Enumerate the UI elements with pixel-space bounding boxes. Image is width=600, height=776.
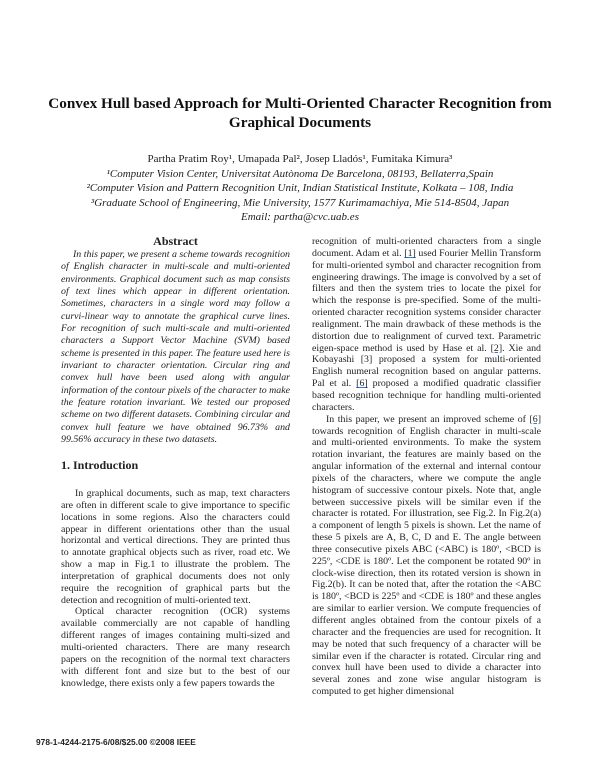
abstract-text: In this paper, we present a scheme towar… — [61, 248, 291, 445]
text: towards recognition of English character… — [312, 425, 541, 698]
intro-paragraph-4: In this paper, we present an improved sc… — [312, 414, 541, 698]
text: proposed a modified quadratic classifier… — [312, 378, 542, 413]
text: In this paper, we present an improved sc… — [326, 413, 530, 425]
right-column: recognition of multi-oriented characters… — [312, 236, 541, 698]
affiliation-2: ²Computer Vision and Pattern Recognition… — [86, 182, 514, 194]
email: Email: partha@cvc.uab.es — [241, 211, 359, 223]
text: used Fourier Mellin Transform for multi-… — [312, 247, 542, 354]
author-block: Partha Pratim Roy¹, Umapada Pal², Josep … — [40, 152, 560, 225]
introduction-left-column: In graphical documents, such as map, tex… — [61, 488, 290, 689]
citation-link-6b[interactable]: [6] — [529, 413, 541, 425]
author-names: Partha Pratim Roy¹, Umapada Pal², Josep … — [147, 153, 453, 165]
paper-title: Convex Hull based Approach for Multi-Ori… — [48, 95, 552, 131]
intro-paragraph-3: recognition of multi-oriented characters… — [312, 236, 541, 414]
citation-link-6[interactable]: [6] — [356, 378, 368, 390]
introduction-heading: 1. Introduction — [61, 458, 139, 472]
text: recognition of multi-oriented characters… — [312, 236, 541, 259]
abstract-heading: Abstract — [153, 234, 198, 248]
abstract-section: Abstract In this paper, we present a sch… — [61, 234, 291, 446]
intro-paragraph-1: In graphical documents, such as map, tex… — [61, 488, 290, 606]
text: . Xie and Kobayashi [3] proposed a syste… — [312, 342, 541, 390]
citation-link-1[interactable]: [1] — [404, 247, 416, 259]
affiliation-3: ³Graduate School of Engineering, Mie Uni… — [90, 196, 510, 209]
affiliation-1: ¹Computer Vision Center, Universitat Aut… — [106, 167, 494, 180]
citation-link-2[interactable]: [2] — [490, 342, 503, 354]
intro-paragraph-2: Optical character recognition (OCR) syst… — [61, 606, 290, 689]
copyright-footer: 978-1-4244-2175-6/08/$25.00 ©2008 IEEE — [36, 737, 196, 747]
